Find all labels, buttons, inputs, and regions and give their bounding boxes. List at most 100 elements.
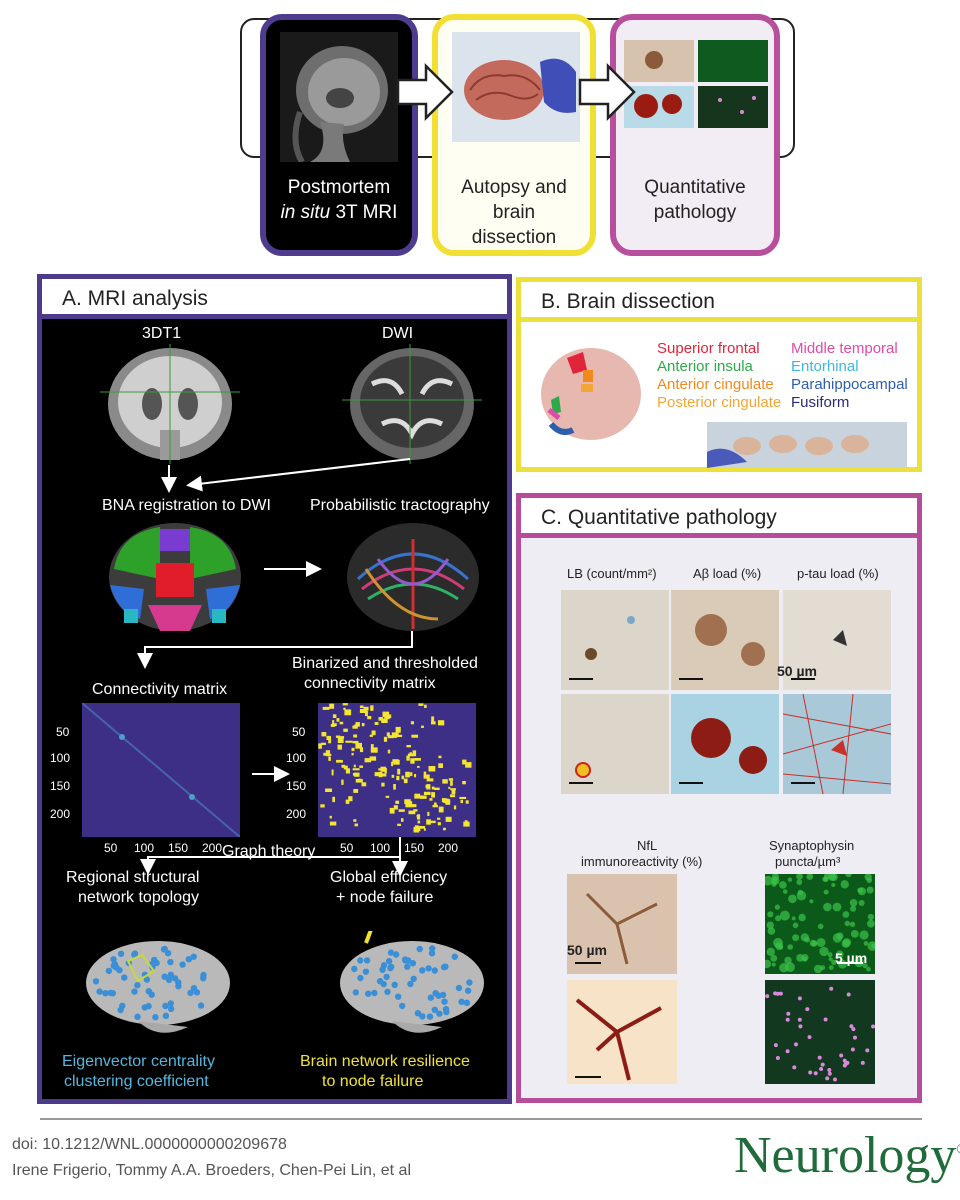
network-node [357,957,364,964]
network-node [175,983,182,990]
network-node [458,998,465,1005]
network-node [92,978,100,985]
matrix-cell [391,761,394,767]
network-node [357,974,364,982]
network-node [190,953,197,960]
matrix-cell [359,705,364,709]
synapse-signal [823,876,829,882]
synapse-puncta [807,1035,812,1040]
matrix-cell [337,737,344,743]
label-tractography: Probabilistic tractography [310,497,490,514]
label-regional-2: network topology [78,889,199,906]
matrix-cell [329,703,335,709]
network-node [167,971,174,978]
network-node [113,964,120,971]
synapse-signal [797,889,804,895]
label-resilience-2: to node failure [322,1073,424,1090]
synapse-signal [817,923,824,930]
matrix-cell [397,734,403,737]
matrix-cell [465,800,469,804]
footer-authors: Irene Frigerio, Tommy A.A. Broeders, Che… [12,1162,411,1179]
panel-mri-analysis: A. MRI analysis 3DT1 DWI BNA registratio… [37,274,512,1104]
synaptophysin-puncta [765,980,875,1084]
synapse-signal [766,921,774,929]
synapse-puncta [797,1017,802,1022]
network-node [117,950,125,957]
synapse-signal [828,965,834,970]
synapse-signal [802,957,808,962]
stage-pathology-line1: Quantitative [644,177,746,198]
workflow-arrow-2 [578,62,636,122]
matrix2-ytick-150: 150 [286,779,307,793]
network-node [426,1013,434,1020]
stage-autopsy-line2: brain [492,202,536,223]
matrix-cell [345,799,350,804]
synapse-signal [828,957,833,962]
network-node [187,989,194,997]
matrix-cell [450,780,453,786]
synapse-signal [791,916,796,921]
matrix-cell [450,794,456,798]
matrix-cell [396,775,400,781]
matrix-cell [438,806,444,813]
matrix-cell [448,786,451,789]
brain-network-left [86,941,230,1033]
synapse-puncta [775,991,780,996]
synapse-signal [864,874,872,881]
synapse-puncta [846,992,851,997]
synapse-signal [787,877,793,882]
label-global-2: + node failure [336,889,434,906]
label-synaptophysin-1: Synaptophysin [769,838,855,853]
synapse-signal [831,959,837,965]
synapse-puncta [778,991,783,996]
matrix-cell [328,756,331,761]
scale-bar-50um-2: 50 µm [567,942,607,958]
matrix-cell [353,819,357,822]
synapse-puncta [865,1048,870,1053]
matrix-cell [426,819,431,825]
synapse-signal [770,954,778,962]
synapse-puncta [871,1024,875,1029]
matrix-cell [345,768,350,774]
matrix-cell [320,804,325,808]
synapse-puncta [820,1062,825,1067]
matrix-cell [381,718,388,723]
matrix-cell [428,820,436,824]
synapse-signal [863,941,869,946]
synapse-signal [823,889,829,895]
synapse-signal [850,905,857,912]
matrix1-xtick-150: 150 [168,841,189,855]
brain-photo [452,32,580,142]
network-node [425,965,432,972]
matrix-cell [414,758,421,761]
synapse-signal [850,930,859,938]
region-anterior-cingulate: Anterior cingulate [657,376,774,393]
synapse-signal [788,894,797,904]
t1-coronal-image [100,344,240,464]
matrix-cell [364,758,372,763]
matrix-cell [386,732,390,737]
matrix-cell [405,771,410,778]
synapse-signal [827,952,833,958]
matrix-cell [322,706,330,710]
network-node [162,1002,169,1010]
region-entorhinal: Entorhinal [791,358,859,375]
synapse-puncta [845,1060,850,1065]
brain-network-right [340,931,484,1033]
synapse-signal [806,874,814,880]
matrix-cell [352,768,360,771]
network-node [427,994,434,1001]
matrix-cell [353,764,356,768]
synapse-signal [849,921,856,927]
mri-sagittal-image [280,32,398,162]
network-node [102,990,109,997]
label-eigenvector-1: Eigenvector centrality [62,1053,215,1070]
ptau-segmented [783,694,891,794]
network-node [165,976,173,984]
matrix-cell [391,774,395,778]
matrix-cell [352,725,358,729]
label-synaptophysin-2: puncta/µm³ [775,854,841,869]
network-node [362,968,370,975]
network-node [131,988,138,995]
region-superior-frontal: Superior frontal [657,340,760,357]
